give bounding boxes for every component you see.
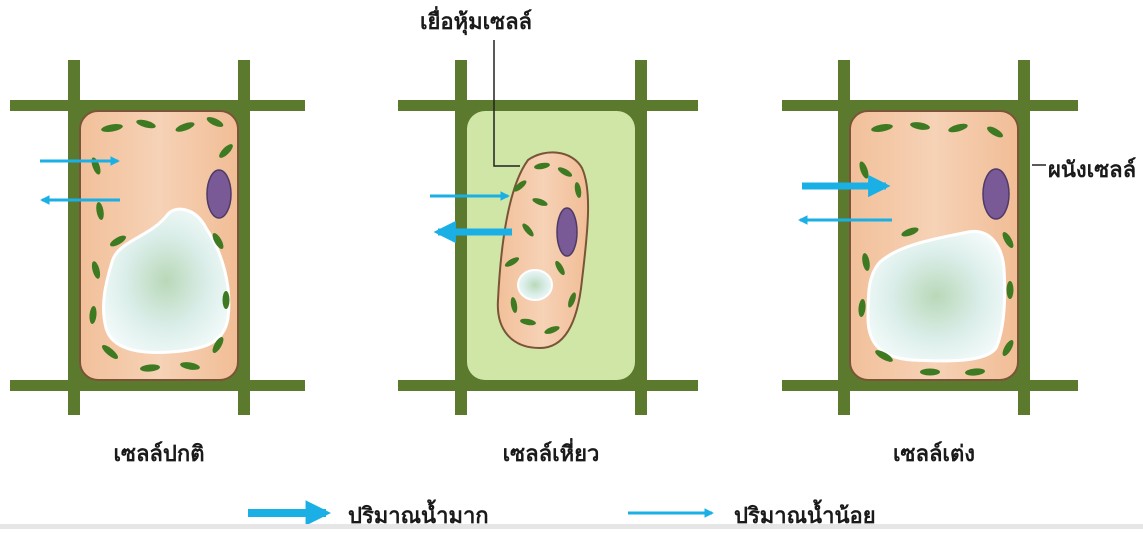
cell-normal	[10, 60, 305, 415]
caption-plasmolyzed: เซลล์เหี่ยว	[431, 436, 671, 471]
nucleus	[557, 208, 577, 256]
cell-plasmolyzed	[398, 40, 698, 415]
vacuole	[518, 270, 552, 300]
bottom-divider	[0, 524, 1143, 529]
nucleus	[983, 169, 1009, 219]
caption-turgid: เซลล์เต่ง	[814, 436, 1054, 471]
cell-wall-label: ผนังเซลล์	[1048, 152, 1136, 187]
caption-normal: เซลล์ปกติ	[39, 436, 279, 471]
cell-turgid	[782, 60, 1078, 415]
nucleus	[207, 170, 231, 218]
membrane-label: เยื่อหุ้มเซลล์	[420, 4, 532, 39]
